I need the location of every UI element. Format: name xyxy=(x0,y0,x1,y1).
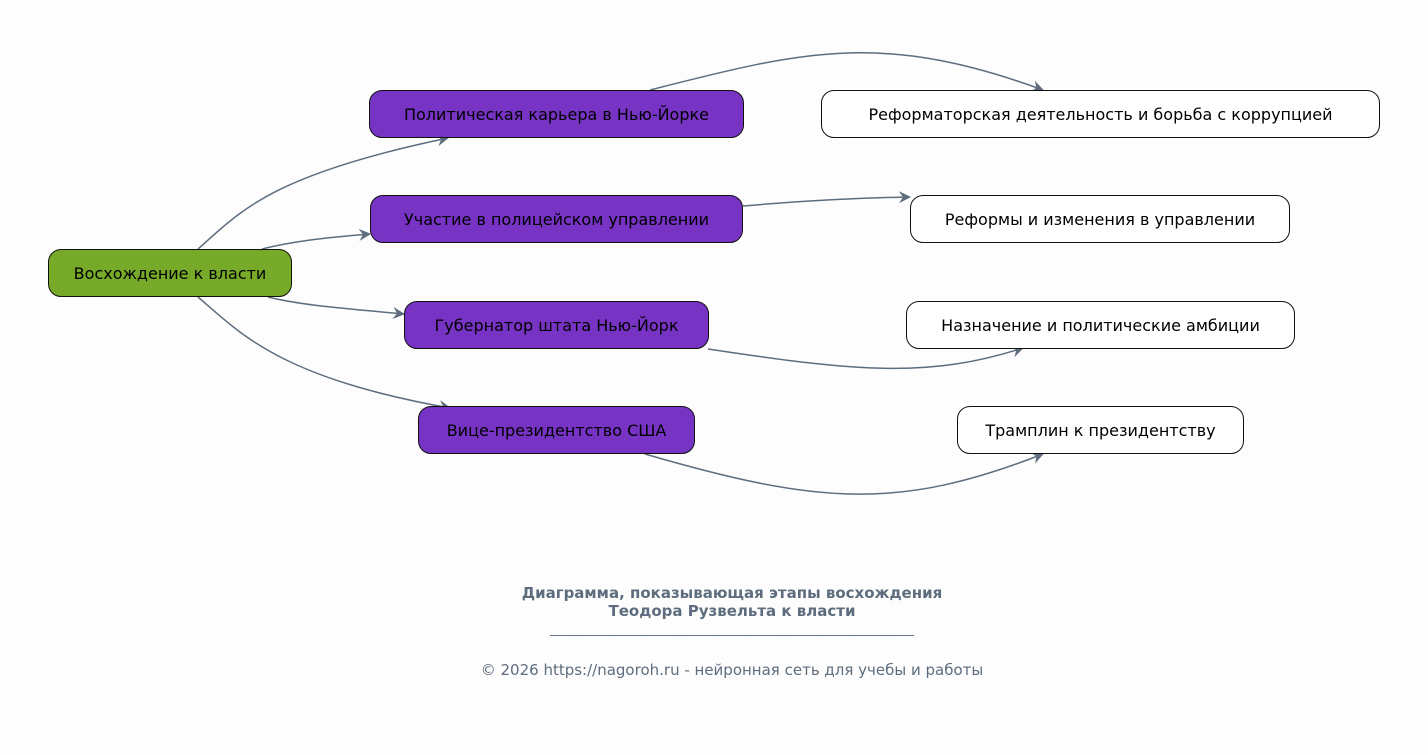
phase-node-4: Вице-президентство США xyxy=(418,406,695,454)
root-node: Восхождение к власти xyxy=(48,249,292,297)
outcome-node-4: Трамплин к президентству xyxy=(957,406,1244,454)
edge-root-to-phase-2 xyxy=(261,228,371,250)
caption-divider: ________________________________________… xyxy=(550,622,914,637)
diagram-caption: Диаграмма, показывающая этапы восхождени… xyxy=(0,584,1428,620)
edge-phase-1-to-outcome-1 xyxy=(649,52,1044,92)
phase-node-2: Участие в полицейском управлении xyxy=(370,195,743,243)
phase-node-3: Губернатор штата Нью-Йорк xyxy=(404,301,709,349)
edge-phase-3-to-outcome-3 xyxy=(707,345,1024,370)
phase-node-1: Политическая карьера в Нью-Йорке xyxy=(369,90,744,138)
credit-text: © 2026 https://nagoroh.ru - нейронная се… xyxy=(480,661,984,679)
edge-root-to-phase-4 xyxy=(197,296,451,412)
outcome-node-2: Реформы и изменения в управлении xyxy=(910,195,1290,243)
edge-phase-2-to-outcome-2 xyxy=(742,191,911,207)
caption-line-1: Диаграмма, показывающая этапы восхождени… xyxy=(521,584,943,602)
outcome-node-3: Назначение и политические амбиции xyxy=(906,301,1295,349)
caption-line-2: Теодора Рузвельта к власти xyxy=(608,602,856,620)
edge-root-to-phase-3 xyxy=(267,296,405,319)
outcome-node-1: Реформаторская деятельность и борьба с к… xyxy=(821,90,1380,138)
edge-root-to-phase-1 xyxy=(197,134,449,250)
edge-phase-4-to-outcome-4 xyxy=(644,452,1044,495)
